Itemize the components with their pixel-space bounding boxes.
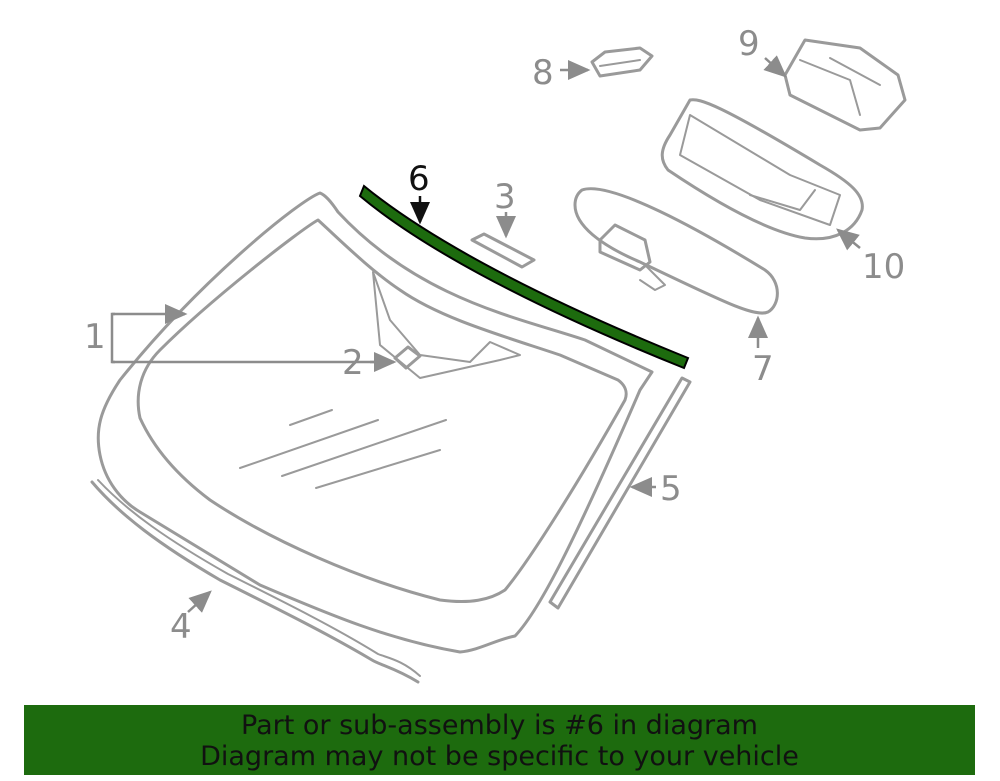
- lower-molding-part-4[interactable]: [90, 479, 421, 684]
- callout-6: 6: [408, 159, 430, 199]
- callout-2: 2: [342, 343, 364, 383]
- callout-4: 4: [170, 607, 192, 647]
- clip-part-8[interactable]: [590, 46, 654, 78]
- callout-9: 9: [738, 24, 760, 64]
- upper-molding-part-6[interactable]: [358, 184, 690, 370]
- callout-1: 1: [84, 317, 106, 357]
- side-molding-part-5[interactable]: [548, 376, 692, 610]
- console-part-10[interactable]: [660, 98, 864, 241]
- bracket-leader-1: [110, 312, 115, 364]
- callout-3: 3: [494, 177, 516, 217]
- leader-9: [763, 55, 787, 78]
- callout-8: 8: [532, 53, 554, 93]
- label-part-3[interactable]: [470, 232, 536, 269]
- parts-diagram: 1 2 3 4 5 6 7 8 9 10: [84, 24, 907, 684]
- module-part-9[interactable]: [783, 38, 907, 132]
- banner-line-2: Diagram may not be specific to your vehi…: [200, 741, 799, 772]
- banner-line-1: Part or sub-assembly is #6 in diagram: [241, 710, 758, 741]
- mirror-part-7[interactable]: [573, 187, 779, 315]
- windshield-part-1[interactable]: [96, 191, 654, 654]
- leader-10: [836, 228, 861, 251]
- sensor-bracket-part-2[interactable]: [393, 345, 422, 370]
- callout-10: 10: [862, 247, 905, 287]
- leader-4: [187, 590, 212, 613]
- info-banner: Part or sub-assembly is #6 in diagram Di…: [24, 705, 975, 775]
- callout-5: 5: [660, 469, 682, 509]
- callout-7: 7: [752, 349, 774, 389]
